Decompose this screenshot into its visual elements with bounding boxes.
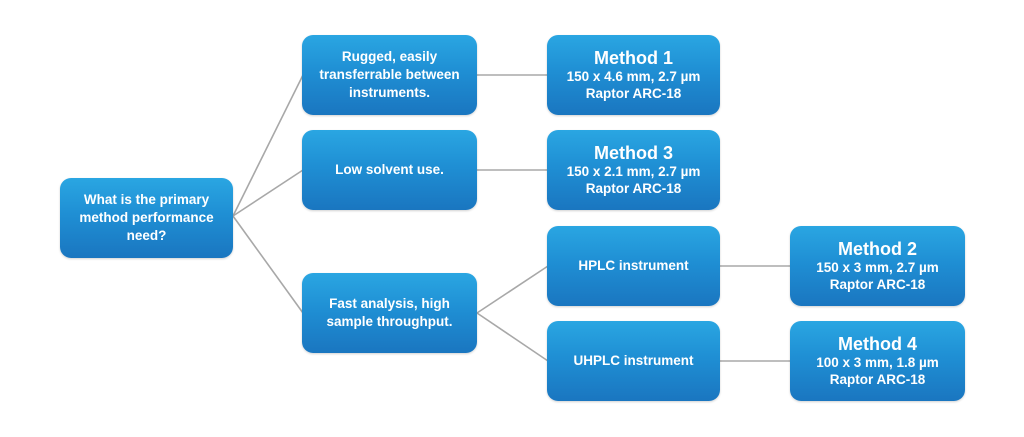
method-4-dimensions: 100 x 3 mm, 1.8 µm	[816, 355, 939, 370]
need-low-solvent-node: Low solvent use.	[302, 130, 477, 210]
method-4-node: Method 4 100 x 3 mm, 1.8 µm Raptor ARC-1…	[790, 321, 965, 401]
edge-root-to-low-solvent	[232, 169, 304, 217]
edge-fast-to-hplc	[476, 265, 549, 314]
method-1-dimensions: 150 x 4.6 mm, 2.7 µm	[566, 69, 701, 84]
method-3-node: Method 3 150 x 2.1 mm, 2.7 µm Raptor ARC…	[547, 130, 720, 210]
edge-root-to-fast-analysis	[232, 215, 304, 314]
method-1-node: Method 1 150 x 4.6 mm, 2.7 µm Raptor ARC…	[547, 35, 720, 115]
method-4-title: Method 4	[838, 334, 917, 354]
instrument-hplc-label: HPLC instrument	[578, 258, 689, 273]
instrument-uhplc-label: UHPLC instrument	[573, 353, 694, 368]
method-3-title: Method 3	[594, 143, 673, 163]
method-2-dimensions: 150 x 3 mm, 2.7 µm	[816, 260, 939, 275]
need-fast-analysis-label: Fast analysis, high sample throughput.	[326, 296, 453, 329]
instrument-hplc-node: HPLC instrument	[547, 226, 720, 306]
need-rugged-node: Rugged, easily transferrable between ins…	[302, 35, 477, 115]
root-question-node: What is the primary method performance n…	[60, 178, 233, 258]
need-fast-analysis-node: Fast analysis, high sample throughput.	[302, 273, 477, 353]
root-question-label: What is the primary method performance n…	[79, 192, 214, 243]
edge-root-to-rugged	[232, 74, 304, 217]
method-2-title: Method 2	[838, 239, 917, 259]
method-3-column: Raptor ARC-18	[585, 181, 682, 196]
method-1-column: Raptor ARC-18	[585, 86, 682, 101]
need-rugged-label: Rugged, easily transferrable between ins…	[319, 49, 460, 100]
method-4-column: Raptor ARC-18	[829, 372, 926, 387]
method-2-node: Method 2 150 x 3 mm, 2.7 µm Raptor ARC-1…	[790, 226, 965, 306]
edge-fast-to-uhplc	[476, 312, 549, 362]
instrument-uhplc-node: UHPLC instrument	[547, 321, 720, 401]
need-low-solvent-label: Low solvent use.	[335, 162, 444, 177]
method-2-column: Raptor ARC-18	[829, 277, 926, 292]
method-3-dimensions: 150 x 2.1 mm, 2.7 µm	[566, 164, 701, 179]
method-1-title: Method 1	[594, 48, 673, 68]
